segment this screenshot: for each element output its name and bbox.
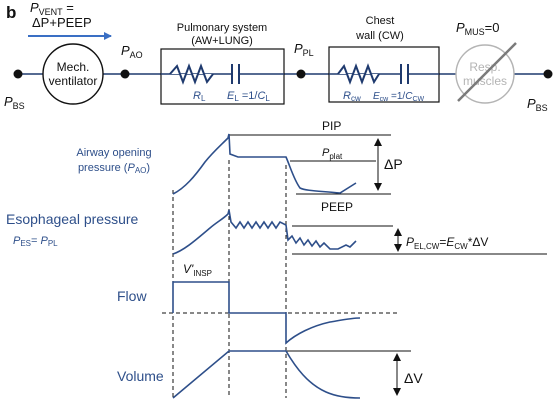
resp-muscles-strike bbox=[457, 42, 517, 102]
p-plat-label: Pplat bbox=[322, 147, 343, 161]
ventilator-label-line2: ventilator bbox=[49, 74, 98, 88]
v-insp-label: V'INSP bbox=[183, 262, 212, 278]
chest-wall-resistor bbox=[337, 63, 380, 85]
p-ao-label: PAO bbox=[121, 43, 143, 60]
ventilator-label-line1: Mech. bbox=[57, 60, 90, 74]
p-el-cw-label: PEL,CW=ECW*ΔV bbox=[406, 235, 488, 251]
ao-pressure-trace bbox=[172, 133, 357, 195]
waveforms: Airway opening pressure (PAO) PIP Pplat … bbox=[6, 119, 547, 399]
e-cw-label: Ecw =1/CCW bbox=[373, 91, 424, 103]
panel-label: b bbox=[6, 3, 16, 22]
vent-formula: ΔP+PEEP bbox=[32, 15, 92, 30]
es-pressure-trace bbox=[172, 209, 357, 255]
resp-muscles-line2: muscles bbox=[463, 74, 507, 88]
p-pl-label: PPL bbox=[294, 41, 314, 58]
volume-label: Volume bbox=[117, 368, 164, 384]
volume-trace bbox=[172, 350, 361, 399]
flow-label: Flow bbox=[117, 288, 147, 304]
es-label: Esophageal pressure bbox=[6, 211, 139, 227]
r-cw-label: Rcw bbox=[343, 90, 361, 103]
chest-title: Chest bbox=[366, 15, 395, 27]
node-ao bbox=[120, 69, 130, 79]
chest-subtitle: wall (CW) bbox=[355, 30, 404, 42]
airway-resistor bbox=[169, 63, 214, 85]
p-bs-right-label: PBS bbox=[527, 96, 548, 113]
pip-label: PIP bbox=[322, 119, 341, 133]
r-l-label: RL bbox=[193, 90, 206, 103]
e-l-label: EL =1/CL bbox=[227, 90, 270, 103]
node-bs-left bbox=[13, 69, 23, 79]
pulmonary-title: Pulmonary system bbox=[177, 22, 267, 34]
peep-label: PEEP bbox=[321, 200, 353, 214]
resp-muscles-line1: Resp. bbox=[469, 60, 500, 74]
p-bs-left-label: PBS bbox=[4, 94, 25, 111]
node-bs-right bbox=[543, 69, 553, 79]
delta-p-label: ΔP bbox=[384, 156, 403, 172]
delta-v-label: ΔV bbox=[404, 370, 423, 386]
pulmonary-subtitle: (AW+LUNG) bbox=[191, 35, 253, 47]
circuit-diagram: PVENT = ΔP+PEEP Mech. ventilator PBS PAO… bbox=[4, 0, 553, 113]
p-vent-label: PVENT = bbox=[30, 0, 74, 17]
ao-label-line1: Airway opening bbox=[76, 147, 151, 159]
node-pl bbox=[296, 69, 306, 79]
p-mus-label: PMUS=0 bbox=[456, 20, 500, 37]
ao-label-line2: pressure (PAO) bbox=[78, 162, 150, 175]
flow-trace bbox=[172, 281, 361, 345]
p-es-label: PES= PPL bbox=[13, 235, 58, 248]
ventilator-circle bbox=[42, 43, 104, 105]
